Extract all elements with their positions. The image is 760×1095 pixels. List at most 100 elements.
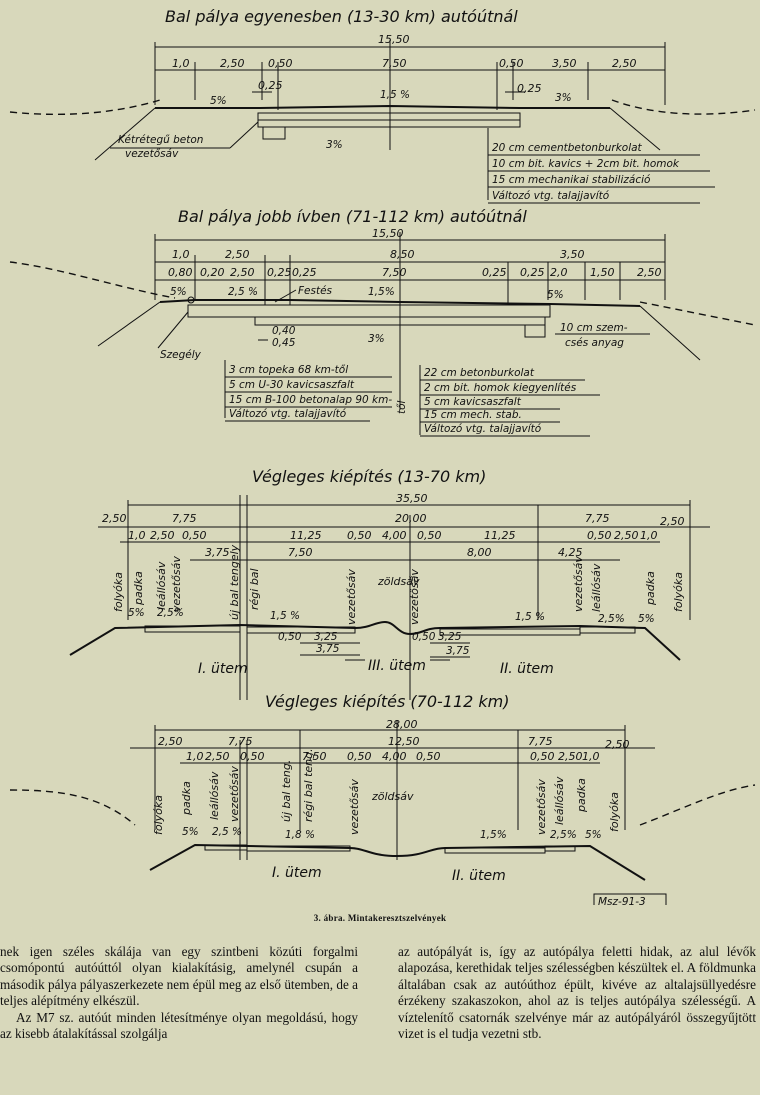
s3-dim: 2,50 [614, 529, 639, 542]
s2-layer-right: 2 cm bit. homok kiegyenlítés [424, 382, 577, 394]
s2-label-festes: Festés [298, 285, 333, 297]
s4-vlabel: folyóka [152, 795, 165, 835]
s2-layer-left: 5 cm U-30 kavicsaszfalt [229, 379, 355, 391]
s2-slope: 3% [368, 333, 385, 345]
section-3-title: Végleges kiépítés (13-70 km) [252, 467, 486, 486]
s3-vlabel: vezetősáv [170, 556, 183, 612]
s3-dim: 1,0 [640, 529, 658, 542]
s2-dim: 3,50 [560, 248, 585, 261]
s2-dim: 0,20 [200, 266, 225, 279]
s4-dim: 0,50 [347, 750, 372, 763]
s2-dim-total: 15,50 [372, 227, 404, 240]
s3-slope: 1,5 % [515, 611, 545, 623]
s2-label: 10 cm szem- [560, 322, 628, 334]
s4-dim: 7,75 [528, 735, 553, 748]
s2-dim: 2,0 [550, 266, 568, 279]
s2-layer-left-extra: től [396, 400, 408, 414]
s2-dim: 0,80 [168, 266, 193, 279]
s4-slope: 5% [585, 829, 602, 841]
s3-small-dim: 3,25 [314, 631, 338, 643]
s2-dim: 2,50 [225, 248, 250, 261]
s3-vlabel: régi bal [248, 568, 261, 610]
s1-layer: Változó vtg. talajjavító [492, 190, 610, 202]
s1-dim-total: 15,50 [378, 33, 410, 46]
s4-phase: II. ütem [452, 868, 506, 884]
s2-layer-left: Változó vtg. talajjavító [229, 408, 347, 420]
s3-dim: 2,50 [102, 512, 127, 525]
s1-dim: 2,50 [220, 57, 245, 70]
s3-slope: 5% [128, 607, 145, 619]
s3-slope: 2,5% [598, 613, 625, 625]
drawing-number: Msz-91-3 [598, 896, 646, 905]
s2-dim: 0,25 [267, 266, 292, 279]
s3-vlabel: padka [644, 571, 657, 606]
body-paragraph: nek igen széles skálája van egy szintben… [0, 944, 358, 1009]
s3-label-zoldsav: zöldsáv [377, 575, 420, 588]
s3-dim: 11,25 [290, 529, 322, 542]
s1-layer: 15 cm mechanikai stabilizáció [492, 174, 651, 186]
s2-dim: 1,50 [590, 266, 615, 279]
s1-slope: 5% [210, 95, 227, 107]
s4-dim: 0,50 [416, 750, 441, 763]
s4-dim-total: 28,00 [386, 718, 418, 731]
s3-dim: 4,25 [558, 546, 583, 559]
s4-vlabel: régi bal teng. [302, 748, 315, 822]
s3-dim: 7,75 [585, 512, 610, 525]
s4-dim: 0,50 [240, 750, 265, 763]
s3-dim: 2,50 [660, 515, 685, 528]
s1-dim: 3,50 [552, 57, 577, 70]
s4-vlabel: padka [180, 781, 193, 816]
s3-dim: 0,50 [417, 529, 442, 542]
s1-dim: 0,50 [499, 57, 524, 70]
s1-dim: 0,25 [517, 82, 542, 95]
s4-dim: 2,50 [605, 738, 630, 751]
s2-layer-right: 22 cm betonburkolat [424, 367, 535, 379]
s2-dim: 0,25 [482, 266, 507, 279]
s3-slope: 1,5 % [270, 610, 300, 622]
s2-layer-right: Változó vtg. talajjavító [424, 423, 542, 435]
s1-dim: 1,0 [172, 57, 190, 70]
s2-dim: 0,25 [520, 266, 545, 279]
s4-vlabel: új bal teng. [280, 760, 293, 822]
s3-dim-total: 35,50 [396, 492, 428, 505]
s3-dim: 0,50 [587, 529, 612, 542]
s2-slope: 2,5 % [228, 286, 258, 298]
body-paragraph: Az M7 sz. autóút minden létesítménye oly… [0, 1009, 358, 1042]
s4-dim: 4,00 [382, 750, 407, 763]
s4-vlabel: leállósáv [553, 776, 566, 825]
s1-slope: 3% [555, 92, 572, 104]
s2-slope: 1,5% [368, 286, 395, 298]
s2-slope: 5% [170, 286, 187, 298]
s4-dim: 0,50 [530, 750, 555, 763]
s4-dim: 1,0 [186, 750, 204, 763]
s3-dim: 3,75 [205, 546, 230, 559]
s3-vlabel: vezetősáv [572, 556, 585, 612]
body-column-left: nek igen széles skálája van egy szintben… [0, 944, 358, 1042]
s2-dim: 8,50 [390, 248, 415, 261]
s3-vlabel: új bal tengely [228, 544, 241, 620]
s4-dim: 2,50 [205, 750, 230, 763]
s2-layer-left: 15 cm B-100 betonalap 90 km- [229, 394, 392, 406]
s2-dim: 7,50 [382, 266, 407, 279]
s4-dim: 7,50 [302, 750, 327, 763]
s2-slope: 5% [547, 289, 564, 301]
body-column-right: az autópályát is, így az autópálya felet… [398, 944, 756, 1042]
figure-caption: 3. ábra. Mintakeresztszelvények [313, 913, 447, 923]
s2-label: csés anyag [565, 337, 624, 349]
s4-slope: 1,5% [480, 829, 507, 841]
section-1-title: Bal pálya egyenesben (13-30 km) autóútná… [165, 7, 518, 26]
section-4: Végleges kiépítés (70-112 km) 28,00 2,50… [9, 692, 756, 905]
s4-slope: 2,5% [550, 829, 577, 841]
s4-dim: 12,50 [388, 735, 420, 748]
s3-small-dim: 0,50 [412, 631, 436, 643]
s3-vlabel: leállósáv [590, 563, 603, 612]
section-1: Bal pálya egyenesben (13-30 km) autóútná… [9, 7, 756, 204]
s2-label-szegely: Szegély [160, 349, 202, 361]
s4-slope: 5% [182, 826, 199, 838]
s3-vlabel: leállósáv [155, 561, 168, 610]
s3-dim: 4,00 [382, 529, 407, 542]
s4-slope: 1,8 % [285, 829, 315, 841]
s4-label-zoldsav: zöldsáv [371, 790, 414, 803]
s1-label: Kétrétegű beton [118, 134, 203, 146]
s4-vlabel: vezetősáv [348, 779, 361, 835]
